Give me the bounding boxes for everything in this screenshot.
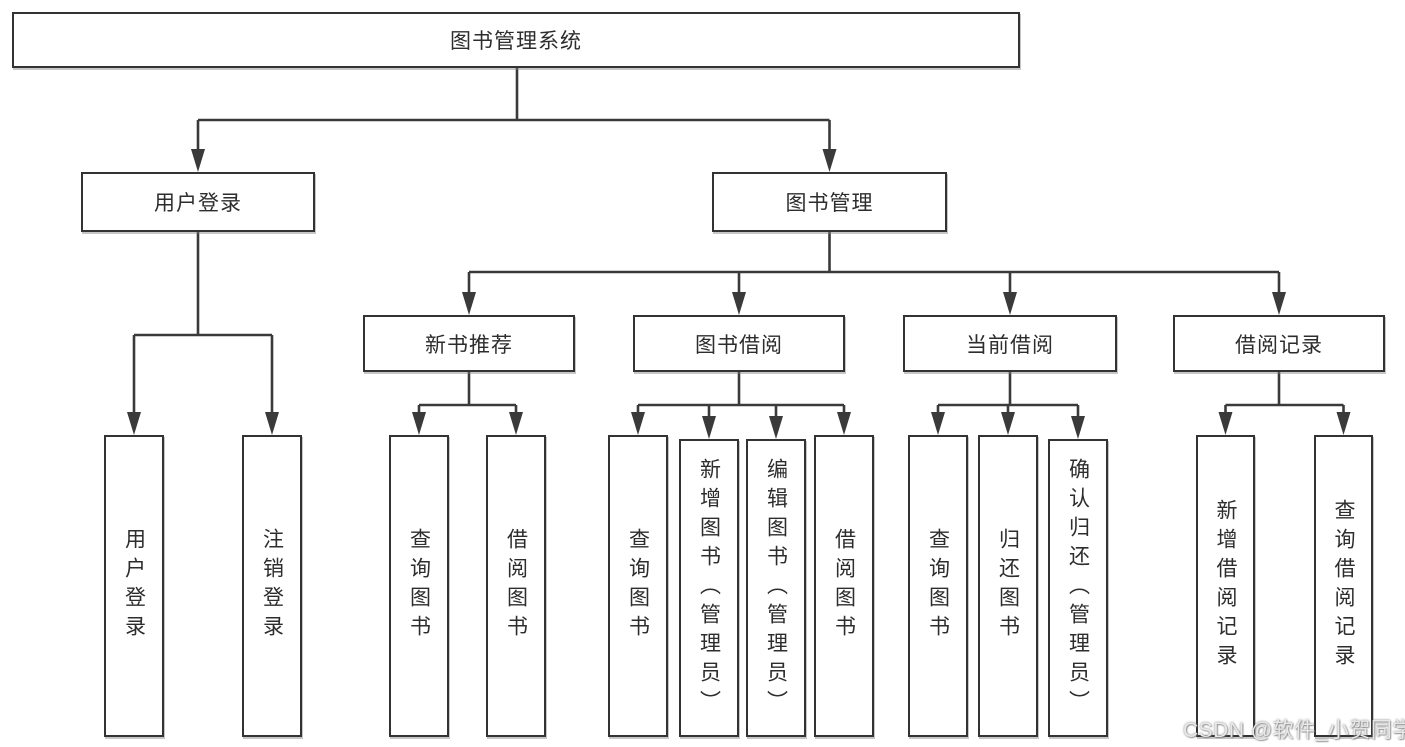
node-label: 归还图书	[996, 528, 1020, 644]
node-label: 查询图书	[626, 528, 650, 644]
leaf-borrow-books-recommend: 借阅图书	[486, 435, 546, 737]
node-label: 借阅图书	[832, 528, 856, 644]
node-new-book-recommend: 新书推荐	[363, 315, 575, 372]
connector-userlogin-to-leaves	[132, 232, 274, 417]
node-label: 当前借阅	[966, 333, 1054, 357]
node-label: 图书管理	[785, 192, 874, 215]
leaf-add-books-admin: 新增图书（管理员）	[679, 439, 739, 737]
arrowhead	[509, 412, 523, 435]
node-borrowing-records: 借阅记录	[1173, 315, 1385, 372]
node-label: 新书推荐	[425, 333, 513, 357]
node-book-management: 图书管理	[712, 172, 947, 232]
connector-borrow-to-leaves	[636, 372, 846, 421]
connector-root-to-level2	[196, 68, 831, 154]
arrowhead	[931, 412, 945, 435]
arrowhead	[1003, 292, 1017, 315]
leaf-confirm-return-admin: 确认归还（管理员）	[1048, 439, 1108, 737]
arrowhead	[702, 416, 716, 439]
node-label: 图书管理系统	[450, 30, 582, 53]
arrowhead	[462, 292, 476, 315]
arrowhead	[1336, 412, 1351, 435]
leaf-query-books-current: 查询图书	[908, 435, 968, 737]
node-label: 新增借阅记录	[1214, 499, 1237, 673]
arrowhead	[769, 416, 783, 439]
node-label: 编辑图书（管理员）	[764, 457, 788, 719]
leaf-edit-books-admin: 编辑图书（管理员）	[746, 439, 806, 737]
arrowhead	[1071, 416, 1085, 439]
leaf-query-books-borrow: 查询图书	[608, 435, 668, 737]
node-label: 借阅图书	[504, 528, 528, 644]
arrowhead	[732, 292, 746, 315]
leaf-return-books: 归还图书	[978, 435, 1038, 737]
leaf-query-borrow-record: 查询借阅记录	[1314, 435, 1373, 737]
node-label: 查询图书	[926, 528, 950, 644]
leaf-borrow-books: 借阅图书	[814, 435, 874, 737]
leaf-add-borrow-record: 新增借阅记录	[1196, 435, 1255, 737]
node-label: 确认归还（管理员）	[1066, 457, 1090, 719]
arrowhead	[822, 149, 837, 172]
arrowhead	[265, 412, 279, 435]
leaf-logout: 注销登录	[242, 435, 302, 737]
connector-newrec-to-leaves	[417, 372, 518, 417]
arrowhead	[837, 412, 851, 435]
arrowhead	[1272, 292, 1286, 315]
node-label: 图书借阅	[695, 333, 783, 357]
node-label: 注销登录	[260, 528, 284, 644]
node-user-login: 用户登录	[81, 172, 315, 232]
csdn-watermark: CSDN @软件_小贺同学	[1183, 719, 1405, 742]
node-current-borrowing: 当前借阅	[903, 315, 1117, 372]
arrowhead	[631, 412, 645, 435]
node-label: 查询借阅记录	[1332, 499, 1355, 673]
node-root-system: 图书管理系统	[12, 12, 1020, 68]
arrowhead	[1218, 412, 1233, 435]
leaf-query-books-recommend: 查询图书	[389, 435, 449, 737]
node-label: 用户登录	[154, 192, 242, 215]
arrowhead	[127, 412, 141, 435]
arrowhead	[412, 412, 426, 435]
node-label: 新增图书（管理员）	[697, 457, 721, 719]
node-label: 借阅记录	[1235, 333, 1323, 357]
connector-records-to-leaves	[1224, 372, 1345, 417]
node-book-borrowing: 图书借阅	[633, 315, 845, 372]
arrowhead	[191, 149, 205, 172]
arrowhead	[1001, 412, 1015, 435]
leaf-user-login: 用户登录	[104, 435, 164, 737]
connector-current-to-leaves	[936, 372, 1080, 421]
connector-bookmgmt-to-level3	[467, 232, 1281, 297]
node-label: 用户登录	[122, 528, 146, 644]
node-label: 查询图书	[407, 528, 431, 644]
